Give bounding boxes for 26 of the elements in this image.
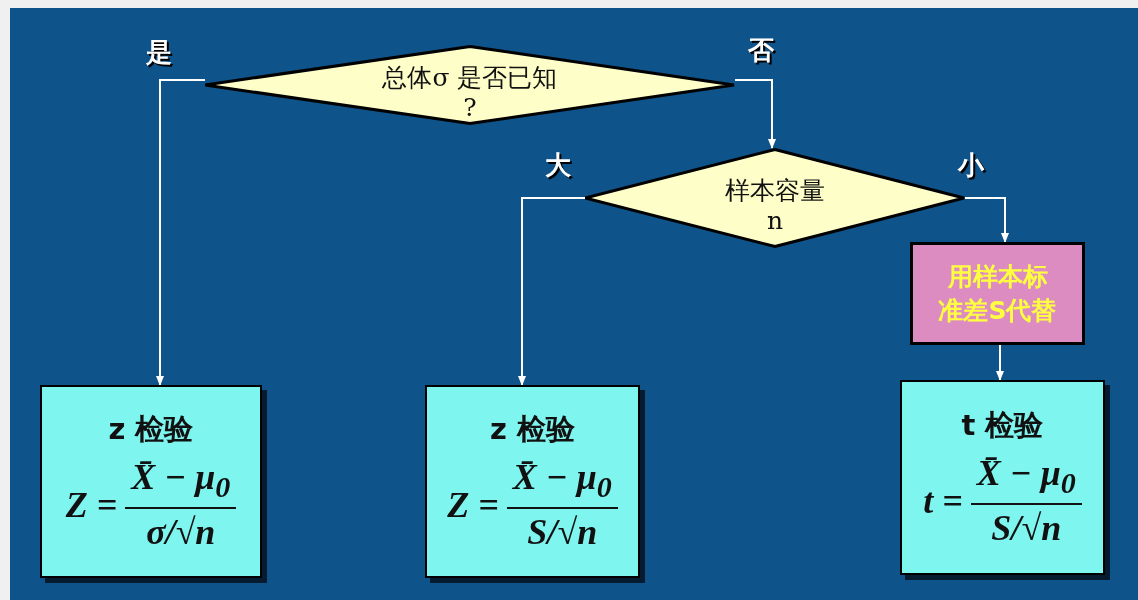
formula-denominator: S/√n xyxy=(990,506,1063,549)
formula-denominator: S/√n xyxy=(526,510,599,553)
test-name: t 检验 xyxy=(961,407,1044,445)
formula-text: t = xyxy=(923,479,963,522)
formula-numerator: X̄ − μ$_{0}$ xyxy=(970,452,1082,505)
edge-label: 小 xyxy=(958,149,984,182)
formula-numerator: X̄ − μ$_{0}$ xyxy=(506,456,618,509)
formula-numerator: X̄ − μ$_{0}$ xyxy=(125,456,237,509)
process-box xyxy=(910,242,1085,345)
arrow xyxy=(734,79,776,149)
formula-text: Z = xyxy=(65,483,118,526)
arrow xyxy=(518,197,586,386)
formula-text: Z = xyxy=(447,483,499,526)
arrow xyxy=(156,79,206,386)
formula-denominator: σ/√n xyxy=(145,510,217,553)
box-text: 用样本标准差S代替 xyxy=(937,260,1058,327)
question-text: 样本容量 n xyxy=(724,176,826,236)
edge-label: 否 xyxy=(748,34,774,67)
test-name: z 检验 xyxy=(490,411,575,449)
question-text: 总体σ 是否已知 ? xyxy=(381,63,559,123)
arrow xyxy=(996,344,1004,381)
decision-diamond xyxy=(205,45,735,125)
test-name: z 检验 xyxy=(108,411,194,449)
arrow xyxy=(964,197,1009,243)
edge-label: 大 xyxy=(545,149,571,182)
edge-label: 是 xyxy=(146,36,172,69)
